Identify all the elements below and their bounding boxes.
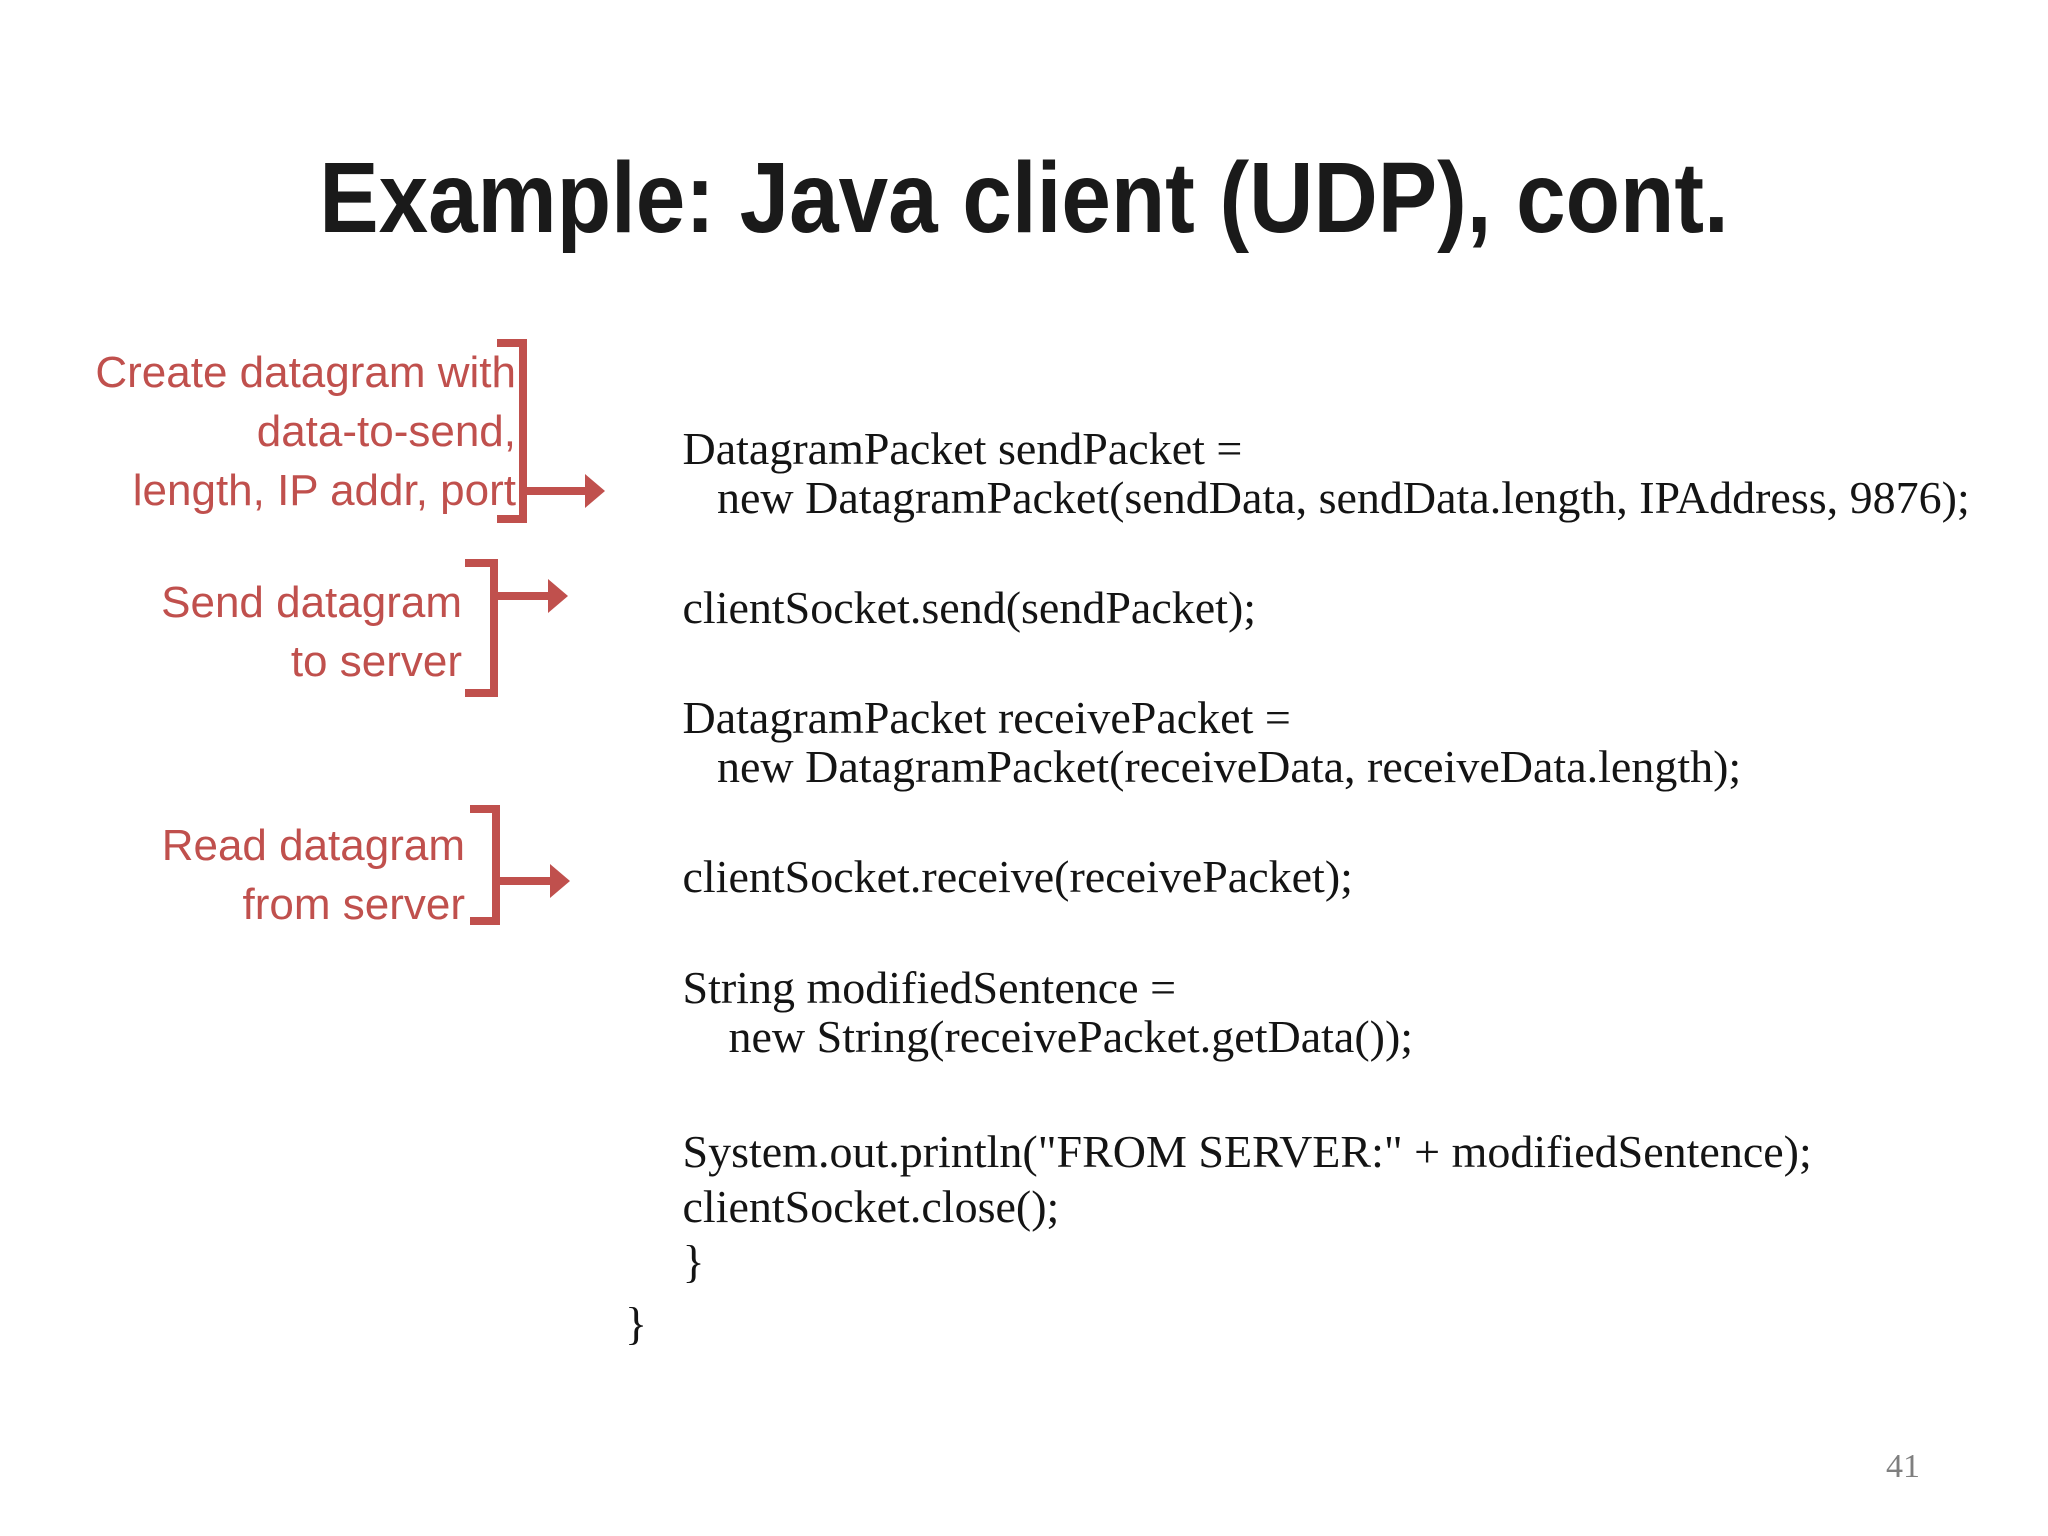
code-line: new DatagramPacket(sendData, sendData.le… (625, 472, 1970, 523)
code-line: clientSocket.receive(receivePacket); (625, 851, 1353, 902)
annotation-read-datagram: Read datagram from server (162, 816, 465, 934)
annotation-line: Create datagram with (95, 348, 516, 397)
bracket-icon (497, 339, 527, 347)
page-number: 41 (1886, 1448, 1920, 1485)
bracket-icon (490, 559, 498, 697)
code-line: } (625, 1298, 648, 1349)
annotation-line: Read datagram (161, 821, 465, 870)
code-line: clientSocket.send(sendPacket); (625, 582, 1257, 633)
arrow-icon (550, 864, 570, 898)
bracket-icon (519, 339, 527, 523)
send-datagram-callout (465, 559, 568, 697)
annotation-line: to server (290, 637, 462, 686)
bracket-icon (470, 805, 500, 813)
code-line: new DatagramPacket(receiveData, receiveD… (625, 741, 1742, 792)
annotation-send-datagram: Send datagram to server (161, 573, 462, 691)
create-datagram-callout (497, 339, 605, 523)
code-line: DatagramPacket receivePacket = (625, 692, 1291, 743)
annotation-create-datagram: Create datagram with data-to-send, lengt… (95, 343, 516, 520)
annotation-line: from server (242, 880, 465, 929)
read-datagram-callout (470, 805, 570, 925)
bracket-icon (497, 515, 527, 523)
bracket-icon (470, 917, 500, 925)
code-line: } (625, 1236, 705, 1287)
code-line: String modifiedSentence = (625, 962, 1177, 1013)
bracket-icon (492, 805, 500, 921)
code-line: DatagramPacket sendPacket = (625, 423, 1243, 474)
arrow-icon (585, 474, 605, 508)
annotation-line: data-to-send, (256, 407, 516, 456)
slide-title: Example: Java client (UDP), cont. (319, 142, 1729, 254)
arrow-icon (548, 579, 568, 613)
code-line: new String(receivePacket.getData()); (625, 1011, 1414, 1062)
bracket-icon (465, 559, 498, 567)
arrow-icon (527, 487, 585, 495)
annotation-line: length, IP addr, port (132, 466, 516, 515)
annotation-line: Send datagram (161, 578, 462, 627)
code-line: clientSocket.close(); (625, 1181, 1060, 1232)
arrow-icon (500, 877, 550, 885)
bracket-icon (465, 689, 498, 697)
arrow-icon (498, 592, 548, 600)
code-line: System.out.println("FROM SERVER:" + modi… (625, 1126, 1812, 1177)
